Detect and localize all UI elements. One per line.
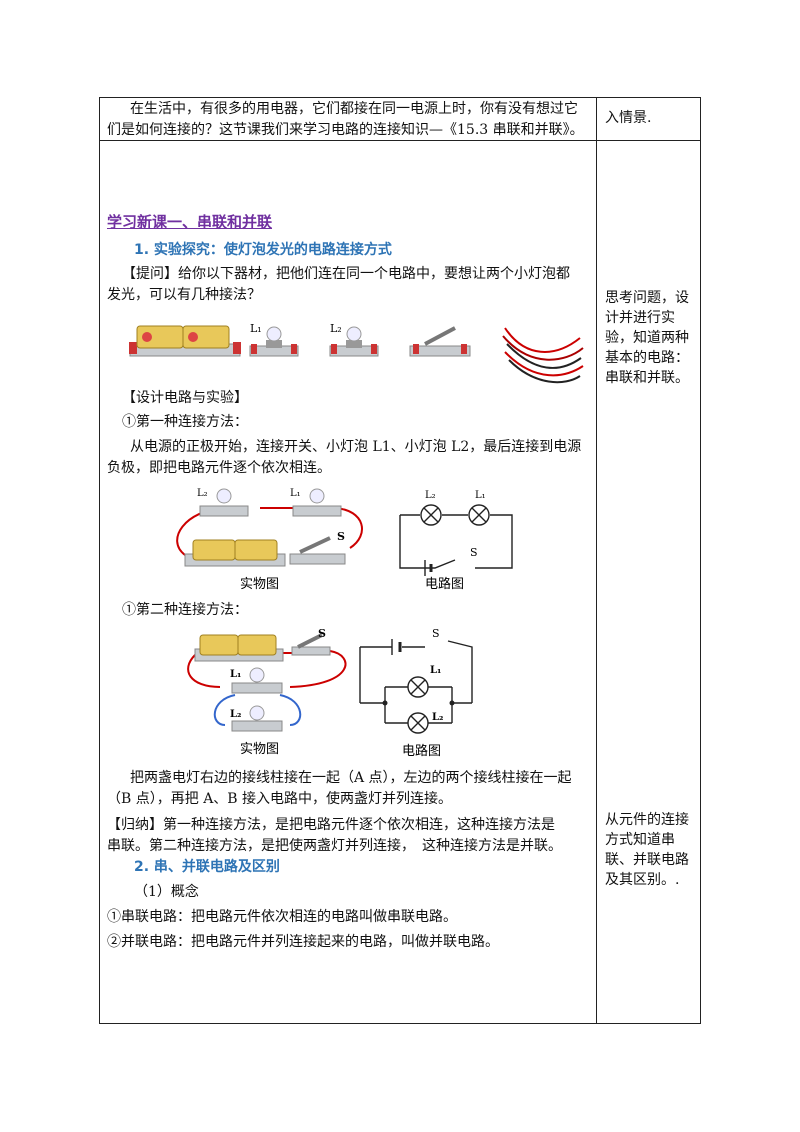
subsection-1-title: 1. 实验探究：使灯泡发光的电路连接方式 <box>134 242 392 258</box>
summary-line-2: 串联。第二种连接方法，是把使两盏灯并列连接， 这种连接方法是并联。 <box>107 838 562 854</box>
switch-icon <box>409 326 471 357</box>
intro-side-note: 入情景. <box>605 110 652 126</box>
series-real-l1: L₁ <box>290 488 301 499</box>
parallel-diagram-caption: 电路图 <box>402 743 441 759</box>
subsection-2-title: 2. 串、并联电路及区别 <box>134 859 280 875</box>
series-real-l2: L₂ <box>197 488 208 499</box>
parallel-real-l2: L₂ <box>230 709 241 720</box>
row-divider <box>100 140 700 141</box>
parallel-real-photo: S L₁ L₂ 实物图 <box>187 627 347 757</box>
parallel-diagram-l1: L₁ <box>430 665 441 676</box>
parallel-diagram-s: S <box>432 627 440 640</box>
lamp-l2-icon: L₂ <box>329 322 379 357</box>
concept-series: ①串联电路：把电路元件依次相连的电路叫做串联电路。 <box>107 909 457 925</box>
parallel-figures: S L₁ L₂ 实物图 S L₁ L₂ 电路图 <box>187 627 473 759</box>
label-l2: L₂ <box>330 322 342 335</box>
lesson-table <box>99 97 701 1024</box>
intro-line-2: 们是如何连接的？这节课我们来学习电路的连接知识—《15.3 串联和并联》。 <box>107 122 584 138</box>
method-1-heading: ①第一种连接方法： <box>122 414 248 430</box>
side-note-2: 从元件的连接方式知道串联、并联电路及其区别。. <box>605 812 689 888</box>
method-1-desc-1: 从电源的正极开始，连接开关、小灯泡 L1、小灯泡 L2，最后连接到电源 <box>130 439 582 455</box>
intro-line-1: 在生活中，有很多的用电器，它们都接在同一电源上时，你有没有想过它 <box>130 101 578 117</box>
node-a <box>449 700 455 706</box>
battery-icon <box>129 325 241 357</box>
method-1-desc-2: 负极，即把电路元件逐个依次相连。 <box>107 460 331 476</box>
parallel-real-caption: 实物图 <box>240 742 279 757</box>
label-l1: L₁ <box>250 322 262 335</box>
parallel-diagram-l2: L₂ <box>432 712 443 723</box>
series-circuit-diagram <box>399 504 513 576</box>
series-diagram-l2: L₂ <box>425 490 436 501</box>
method-2-heading: ①第二种连接方法： <box>122 602 248 618</box>
series-real-s: S <box>337 530 345 543</box>
parallel-real-l1: L₁ <box>230 669 241 680</box>
concept-parallel: ②并联电路：把电路元件并列连接起来的电路，叫做并联电路。 <box>107 934 499 950</box>
question-line-2: 发光，可以有几种接法？ <box>107 287 261 303</box>
wires-icon <box>502 327 584 384</box>
concept-heading: （1）概念 <box>134 884 199 900</box>
lamp-l1-icon: L₁ <box>249 322 299 357</box>
series-figures: L₂ L₁ S 实物图 L₂ L₁ S 电路图 <box>176 488 513 592</box>
series-diagram-s: S <box>470 546 478 559</box>
series-diagram-caption: 电路图 <box>425 576 464 592</box>
section-title: 学习新课一、串联和并联 <box>107 213 273 231</box>
series-real-photo: L₂ L₁ S 实物图 <box>176 488 363 592</box>
design-heading: 【设计电路与实验】 <box>122 390 248 406</box>
side-note-1: 思考问题，设计并进行实验，知道两种基本的电路：串联和并联。 <box>605 290 689 386</box>
parallel-desc-2: （B 点），再把 A、B 接入电路中，使两盏灯并列连接。 <box>107 791 453 807</box>
parallel-real-s: S <box>318 627 326 640</box>
parallel-circuit-diagram <box>359 639 473 734</box>
series-real-caption: 实物图 <box>240 577 279 592</box>
column-divider <box>596 98 597 1023</box>
node-b <box>382 700 388 706</box>
equipment-illustration: L₁ L₂ <box>129 322 584 384</box>
parallel-desc-1: 把两盏电灯右边的接线柱接在一起（A 点），左边的两个接线柱接在一起 <box>130 770 572 786</box>
summary-line-1: 【归纳】第一种连接方法，是把电路元件逐个依次相连，这种连接方法是 <box>107 817 555 833</box>
question-line-1: 【提问】给你以下器材，把他们连在同一个电路中，要想让两个小灯泡都 <box>122 266 570 282</box>
series-diagram-l1: L₁ <box>475 490 486 501</box>
